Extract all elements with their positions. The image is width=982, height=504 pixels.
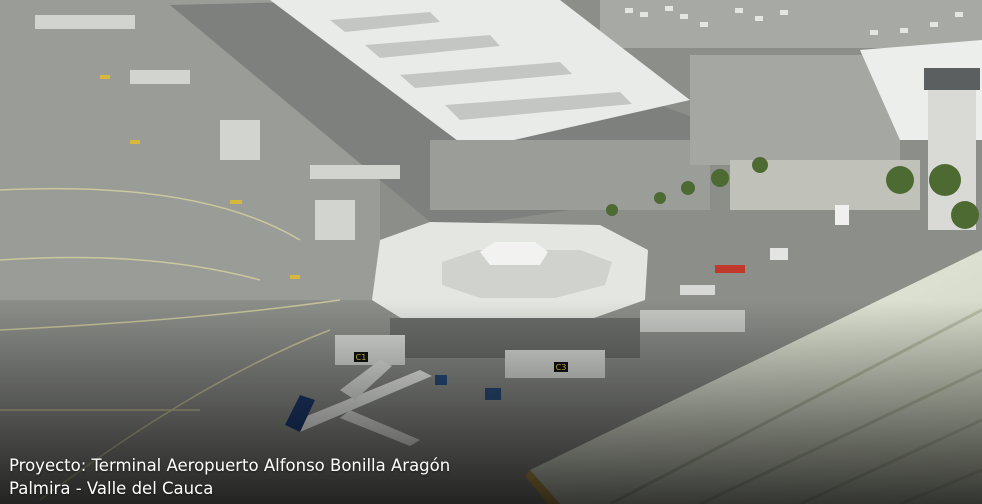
- parking-lot: [600, 0, 982, 48]
- photo-caption: Proyecto: Terminal Aeropuerto Alfonso Bo…: [9, 454, 450, 500]
- hex-pier-skylight: [480, 242, 548, 265]
- right-building: [690, 55, 900, 165]
- jet-bridges: [35, 15, 400, 240]
- hex-pier-top: [442, 250, 612, 298]
- roof-ridges: [330, 12, 632, 120]
- tower-cab: [924, 68, 980, 90]
- terminal-base: [430, 140, 710, 210]
- caption-project-line: Proyecto: Terminal Aeropuerto Alfonso Bo…: [9, 456, 451, 475]
- trees: [606, 157, 979, 229]
- caption-shade: [0, 300, 982, 504]
- caption-location-line: Palmira - Valle del Cauca: [9, 479, 214, 498]
- yellow-marks: [100, 75, 300, 279]
- parked-cars: [625, 6, 963, 35]
